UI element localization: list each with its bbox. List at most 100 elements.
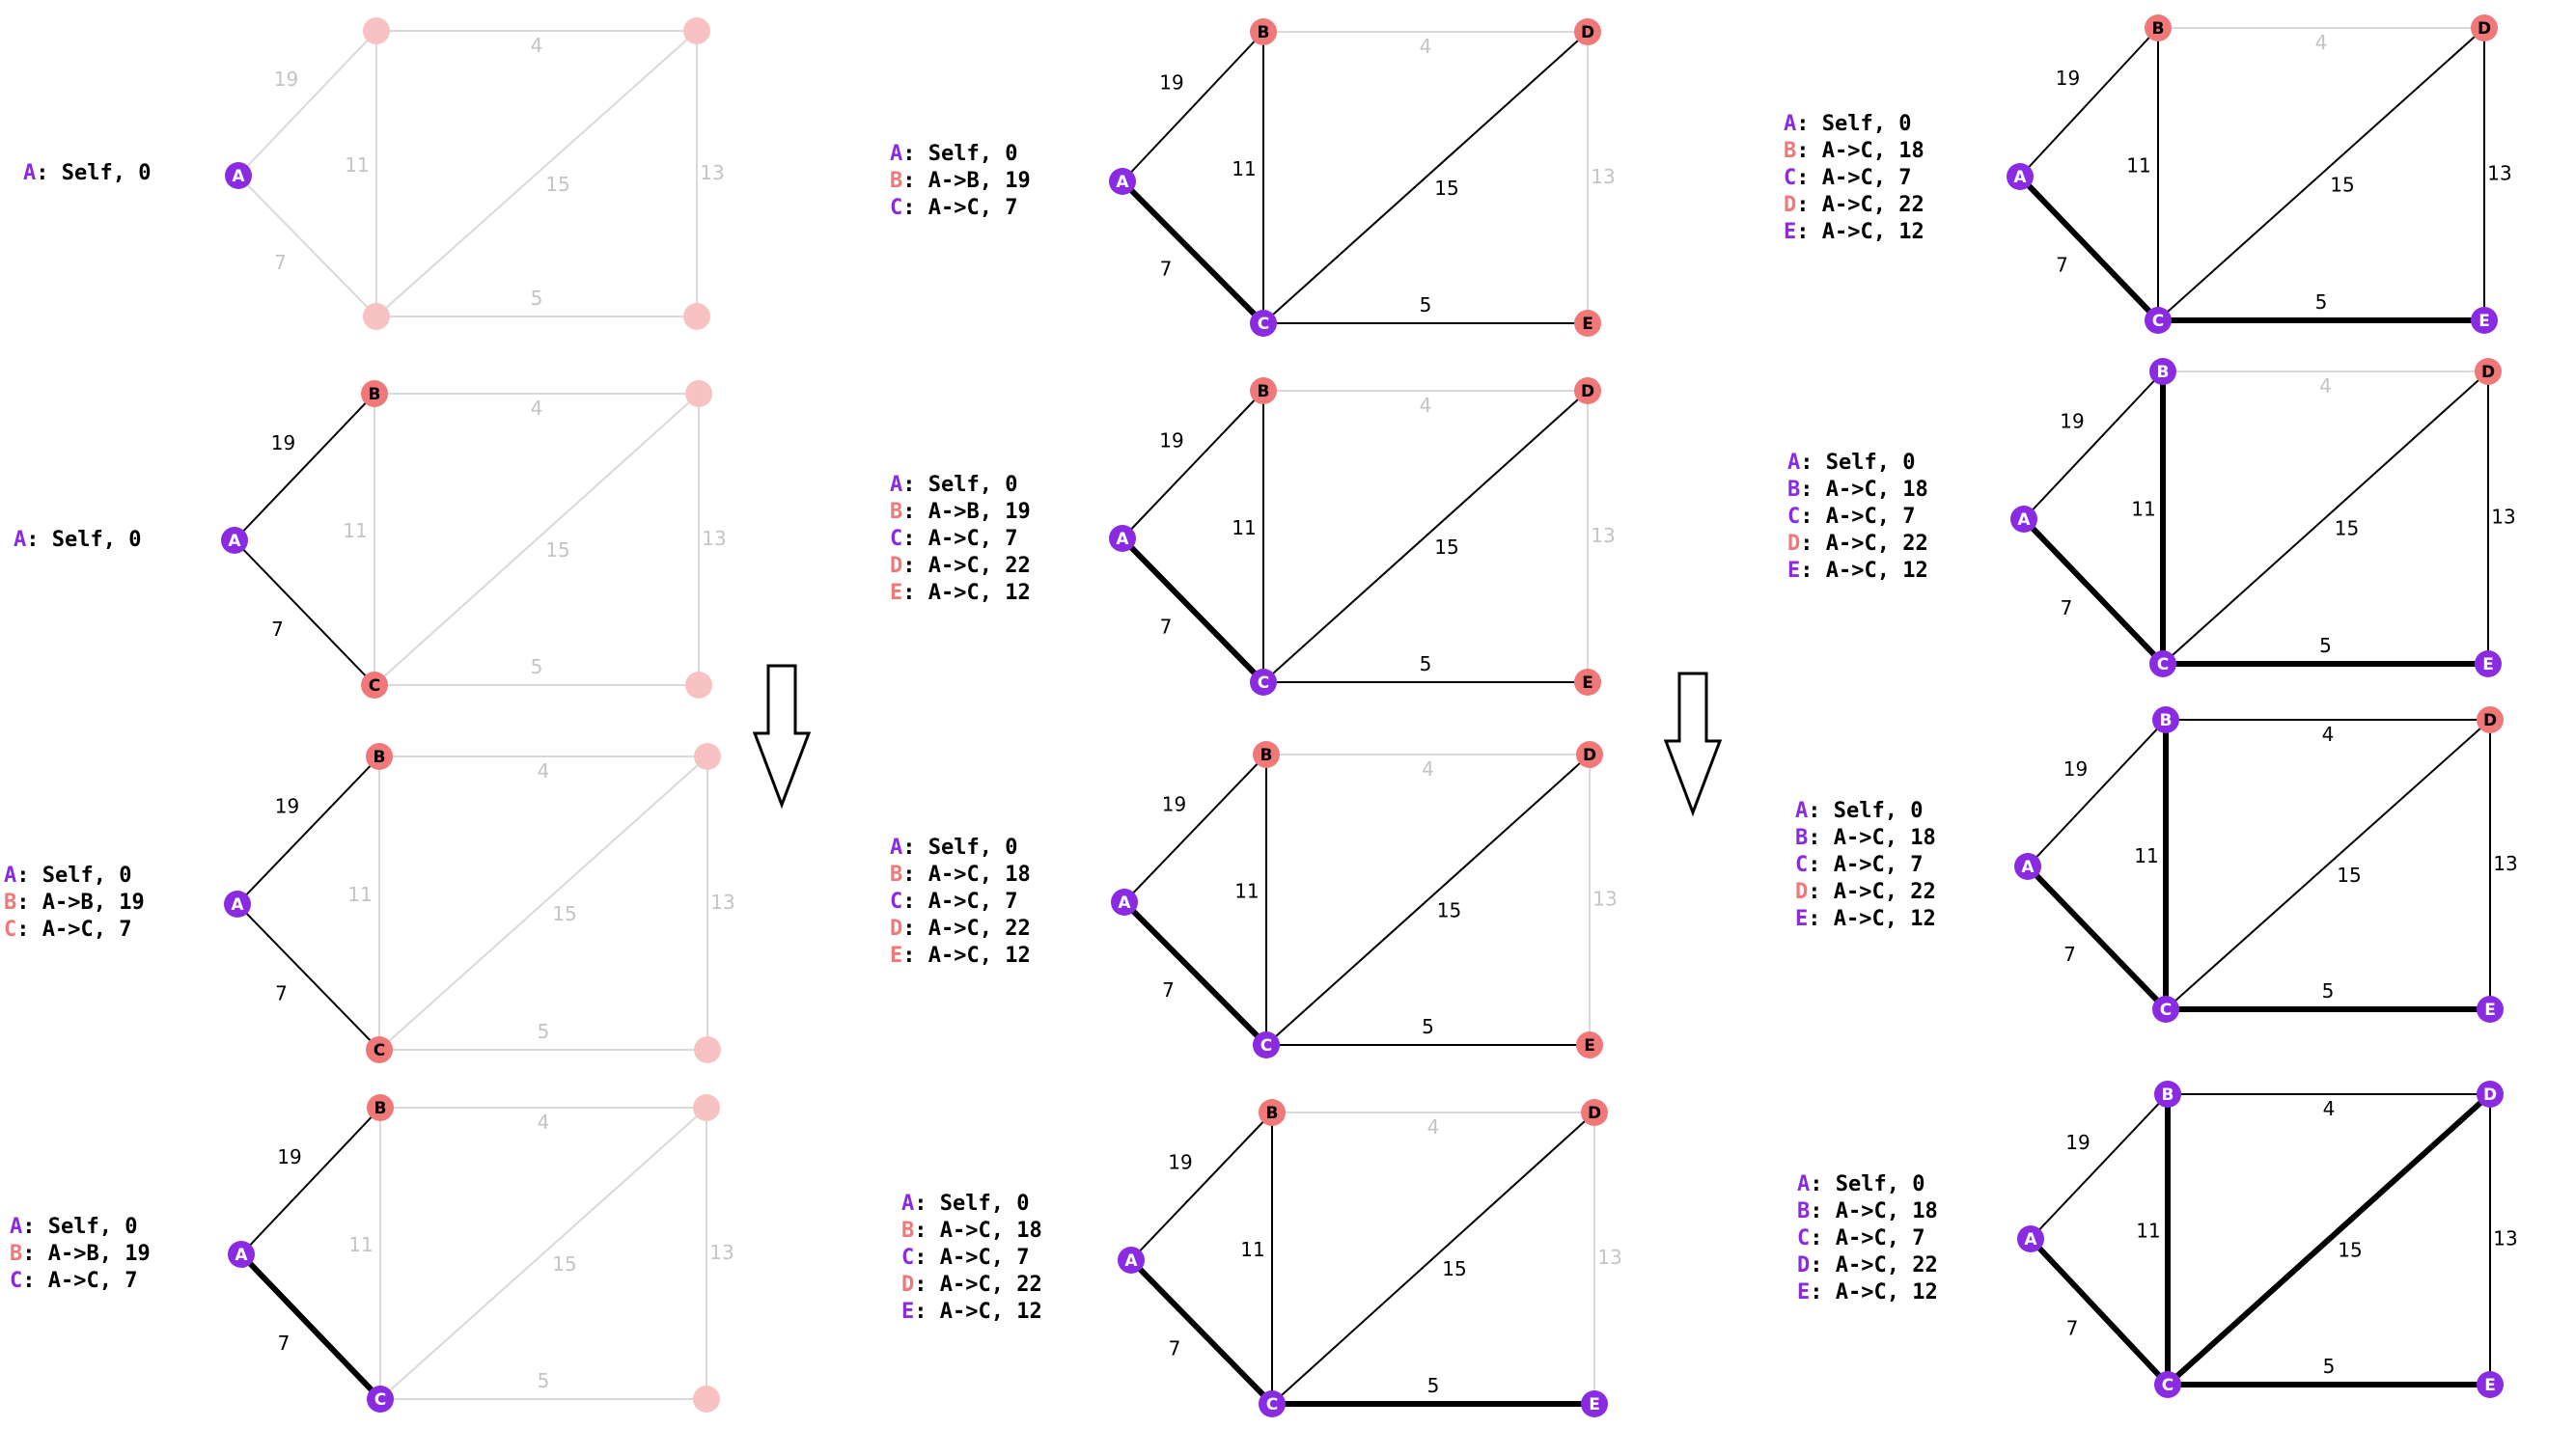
node-e	[2477, 996, 2504, 1023]
edge-weight-ce: 5	[531, 655, 543, 678]
node-a	[2007, 163, 2034, 190]
node-e	[1581, 1390, 1608, 1417]
node-label-d: D	[1581, 382, 1594, 401]
edge-weight-cd: 15	[1434, 177, 1458, 200]
node-label-e: E	[1582, 673, 1593, 693]
table-row: D: A->C, 22	[890, 916, 1031, 943]
node-label-a: A	[2021, 858, 2035, 877]
edge-weight-bd: 4	[1420, 35, 1432, 58]
table-row-value: : A->B, 19	[16, 891, 145, 915]
edge-weight-ab: 19	[1168, 1151, 1192, 1174]
table-row: B: A->B, 19	[10, 1241, 151, 1268]
table-row-value: : A->C, 18	[1808, 826, 1936, 850]
node-label-d: D	[2483, 1085, 2497, 1105]
node-label-e: E	[2484, 1001, 2496, 1020]
table-row-node: E	[890, 581, 903, 605]
edge-ac	[2021, 516, 2166, 667]
edge-ac	[1120, 536, 1266, 685]
edge-weight-ac: 7	[275, 982, 288, 1005]
edge-weight-ce: 5	[538, 1020, 550, 1043]
node-label-c: C	[1260, 1036, 1272, 1056]
node-label-c: C	[374, 1390, 386, 1410]
edge-weight-cd: 15	[545, 538, 569, 562]
table-row: C: A->C, 7	[1787, 504, 1928, 531]
table-row-node: C	[10, 1269, 23, 1293]
table-row-value: : A->C, 7	[22, 1269, 138, 1293]
table-row-node: B	[10, 1242, 23, 1266]
edge-weight-de: 13	[2493, 852, 2517, 875]
node-label-c: C	[2157, 655, 2169, 674]
node-a	[221, 527, 248, 554]
edge-ab	[2023, 371, 2164, 520]
edge-weight-ab: 19	[1162, 793, 1186, 816]
node-label-a: A	[1116, 530, 1129, 549]
edge-weight-de: 13	[1597, 1246, 1621, 1269]
table-row: A: Self, 0	[14, 527, 141, 554]
node-d	[2471, 14, 2498, 41]
edge-cd	[374, 393, 700, 686]
table-row: E: A->C, 12	[1787, 558, 1928, 585]
node-label-b: B	[2152, 19, 2165, 39]
edge-weight-ce: 5	[2323, 1355, 2336, 1378]
edge-weight-bc: 11	[2136, 1220, 2160, 1243]
edge-weight-ac: 7	[271, 618, 284, 641]
node-label-b: B	[374, 1099, 387, 1118]
node-label-c: C	[2152, 312, 2164, 331]
table-row-node: B	[1784, 139, 1797, 163]
edge-cd	[2157, 27, 2485, 321]
edge-cd	[2162, 371, 2489, 665]
edge-weight-bc: 11	[347, 883, 372, 906]
node-e	[2475, 650, 2502, 677]
table-row-node: A	[890, 473, 903, 497]
node-label-c: C	[2162, 1376, 2174, 1395]
node-label-b: B	[2162, 1085, 2174, 1105]
table-row-value: : Self, 0	[902, 836, 1018, 860]
edge-ac	[1121, 899, 1269, 1048]
edge-weight-ce: 5	[2319, 634, 2332, 657]
table-row-node: A	[890, 836, 903, 860]
table-row-value: : A->C, 12	[1796, 220, 1924, 244]
node-d	[685, 380, 712, 407]
node-label-a: A	[1116, 173, 1129, 192]
table-row-value: : Self, 0	[1810, 1172, 1925, 1196]
table-row-value: : A->C, 22	[1808, 880, 1936, 904]
table-row-node: D	[1787, 532, 1801, 556]
node-e	[2471, 307, 2498, 334]
table-row-node: B	[1797, 1199, 1811, 1223]
node-d	[1576, 741, 1603, 768]
table-row: A: Self, 0	[890, 472, 1031, 499]
node-a	[1109, 525, 1136, 552]
distance-table-2: A: Self, 0	[14, 527, 141, 554]
node-label-b: B	[369, 385, 381, 404]
table-row: B: A->B, 19	[4, 890, 145, 917]
node-label-d: D	[2481, 363, 2495, 382]
table-row-value: : A->C, 18	[1810, 1199, 1938, 1223]
step-arrow-right-icon	[1663, 672, 1723, 817]
node-c	[1250, 669, 1277, 696]
node-a	[2010, 506, 2037, 533]
node-label-b: B	[374, 748, 386, 767]
edge-weight-ce: 5	[531, 287, 543, 310]
table-row-value: : A->C, 7	[16, 918, 132, 942]
table-row: D: A->C, 22	[1784, 192, 1924, 219]
node-e	[1576, 1031, 1603, 1058]
table-row-value: : Self, 0	[902, 473, 1018, 497]
node-d	[683, 17, 710, 44]
edge-weight-bd: 4	[538, 1111, 550, 1134]
table-row-node: E	[890, 944, 903, 968]
edge-cd	[379, 1107, 707, 1400]
edge-ab	[1121, 390, 1264, 539]
edge-weight-ab: 19	[2065, 1131, 2090, 1154]
edge-weight-ac: 7	[278, 1332, 291, 1355]
table-row-node: B	[890, 169, 903, 193]
edge-ac	[237, 175, 377, 317]
table-row-node: C	[1787, 505, 1801, 529]
edge-weight-bc: 11	[348, 1233, 373, 1256]
